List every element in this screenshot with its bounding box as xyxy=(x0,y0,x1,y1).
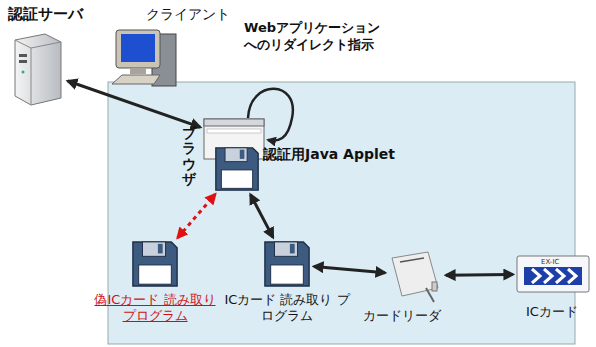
applet-floppy: 認証用Java Applet xyxy=(214,146,260,192)
connector xyxy=(68,81,200,127)
floppy-icon xyxy=(214,146,260,192)
annotation: Webアプリケーション へのリダイレクト指示 xyxy=(244,20,386,54)
node-label: ICカード xyxy=(526,303,596,321)
floppy-icon xyxy=(263,240,311,288)
auth-server: 認証サーバ xyxy=(5,32,65,107)
connector xyxy=(178,194,216,237)
node-label: クライアント xyxy=(146,6,246,24)
connector xyxy=(446,273,513,277)
node-label: 認証サーバ xyxy=(8,5,108,24)
node-label: ブラウザ xyxy=(182,126,196,188)
node-label: カードリーダ xyxy=(363,307,473,325)
server-icon xyxy=(5,32,65,107)
card-reader: カードリーダ xyxy=(388,248,443,303)
client-pc: クライアント xyxy=(110,28,180,88)
computer-icon xyxy=(110,28,180,88)
card-print: EX-IC xyxy=(541,258,571,266)
node-label: ICカード 読み取り プログラム xyxy=(221,292,353,325)
node-label: 認証用Java Applet xyxy=(263,146,403,164)
node-label: 偽ICカード 読み取り プログラム xyxy=(89,292,221,325)
fake-reader-program: 偽ICカード 読み取り プログラム xyxy=(131,240,179,288)
connector xyxy=(251,195,273,238)
floppy-icon xyxy=(131,240,179,288)
connector xyxy=(314,266,385,272)
reader-program: ICカード 読み取り プログラム xyxy=(263,240,311,288)
card-reader-icon xyxy=(388,248,443,303)
